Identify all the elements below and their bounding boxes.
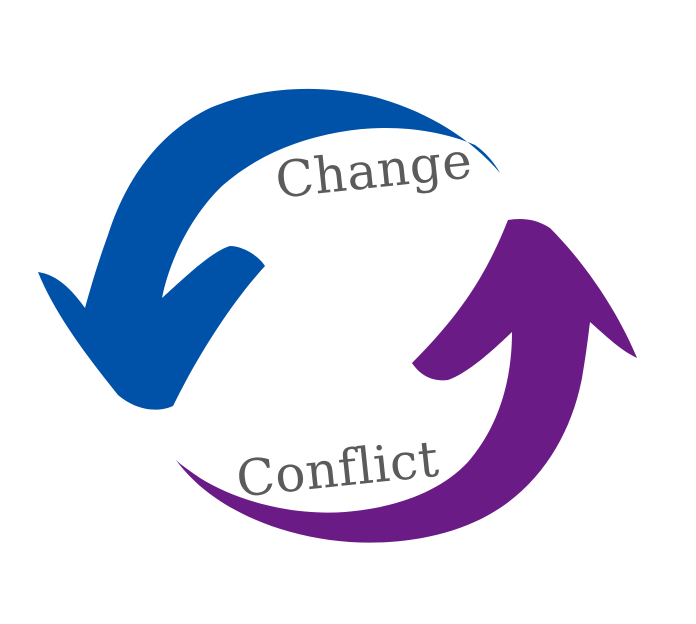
change-label: Change	[273, 131, 475, 209]
conflict-arrow	[176, 218, 637, 543]
curved-arrow-down-left-icon	[38, 88, 500, 410]
conflict-label: Conflict	[234, 430, 442, 509]
curved-arrow-up-right-icon	[176, 218, 637, 543]
change-arrow	[38, 88, 500, 410]
